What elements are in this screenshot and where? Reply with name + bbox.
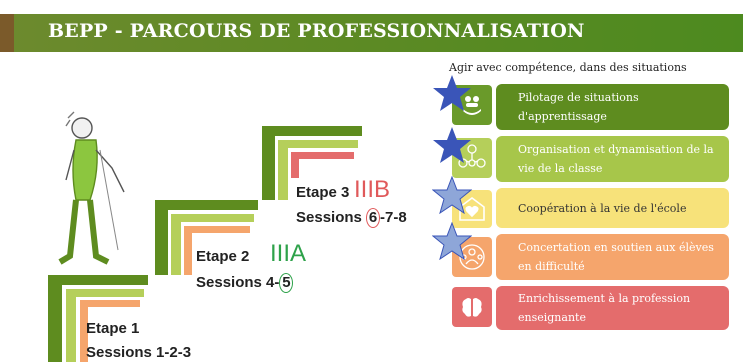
competence-label: Pilotage de situations d'apprentissage	[518, 91, 639, 123]
step-2-sessions: Sessions 4-5	[196, 273, 294, 293]
competence-cooperation: Coopération à la vie de l'école	[496, 188, 729, 228]
page-title: BEPP - PARCOURS DE PROFESSIONNALISATION	[48, 20, 585, 42]
competence-concertation: Concertation en soutien aux élèves en di…	[496, 234, 729, 280]
step-2-label: Etape 2	[196, 248, 250, 265]
step-2-roman: IIIA	[270, 240, 307, 267]
stair-step-3	[262, 126, 362, 200]
banner-accent	[0, 14, 14, 52]
step-1-sessions: Sessions 1-2-3	[86, 344, 192, 361]
competence-organisation: Organisation et dynamisation de la vie d…	[496, 136, 729, 182]
step-3-label: Etape 3	[296, 184, 350, 201]
competence-label: Enrichissement à la profession enseignan…	[518, 292, 691, 324]
title-banner	[0, 14, 743, 52]
step-2-sessions-text: Sessions 4-	[196, 274, 280, 291]
competence-pilotage: Pilotage de situations d'apprentissage	[496, 84, 729, 130]
step-1-label: Etape 1	[86, 320, 140, 337]
step-3-circled-session: 6	[366, 208, 381, 228]
competence-subtitle: Agir avec compétence, dans des situation…	[449, 61, 687, 74]
competence-enrichissement: Enrichissement à la profession enseignan…	[496, 286, 729, 330]
star-icon	[432, 176, 472, 214]
step-3-sessions-suffix: -7-8	[380, 209, 407, 226]
walking-person-icon	[58, 111, 125, 265]
step-2-circled-session: 5	[279, 273, 294, 293]
step-3-sessions: Sessions 6-7-8	[296, 208, 407, 228]
competence-label: Coopération à la vie de l'école	[518, 201, 687, 215]
brain-gear-icon	[452, 287, 492, 327]
step-3-sessions-text: Sessions	[296, 209, 367, 226]
stair-step-2	[155, 200, 258, 275]
star-icon	[433, 75, 471, 111]
competence-label: Concertation en soutien aux élèves en di…	[518, 241, 714, 273]
step-3-roman: IIIB	[354, 176, 391, 203]
star-icon	[432, 222, 472, 260]
star-icon	[433, 127, 471, 163]
stair-step-1	[48, 275, 148, 362]
competence-label: Organisation et dynamisation de la vie d…	[518, 143, 714, 175]
